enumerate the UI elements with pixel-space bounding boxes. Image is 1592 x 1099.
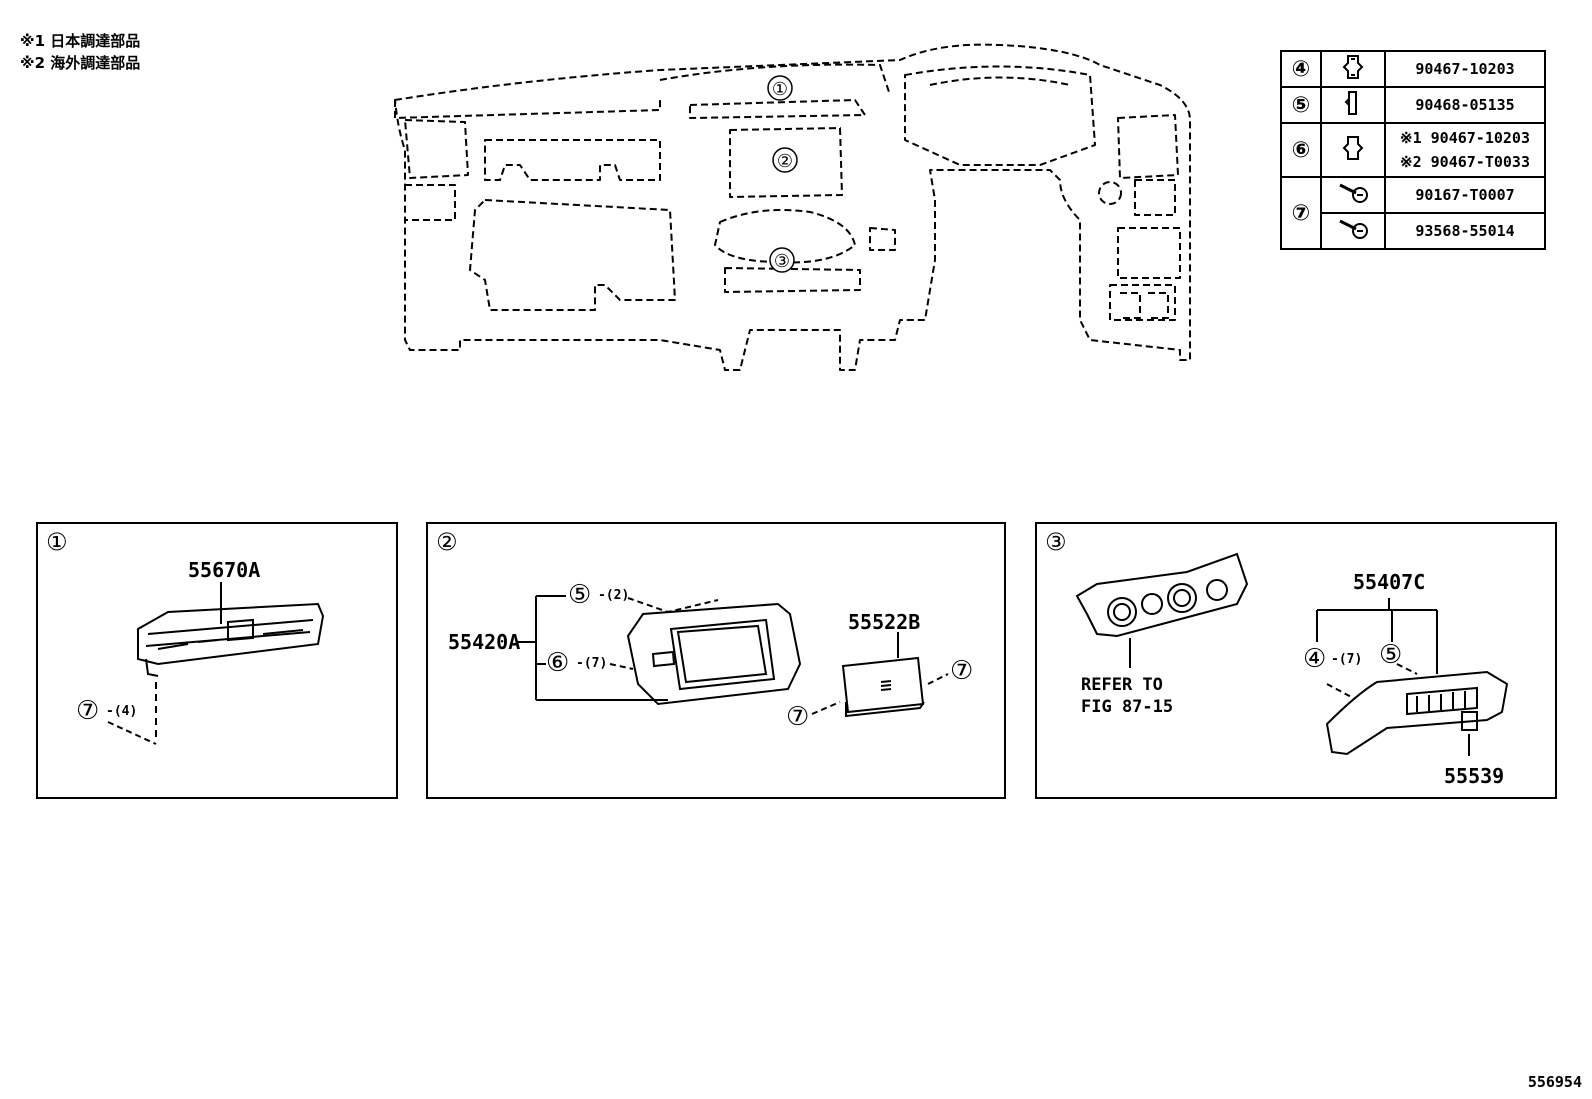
table-row: ⑥ ※1 90467-10203 ※2 90467-T0033 xyxy=(1280,122,1546,178)
part-number-overseas: ※2 90467-T0033 xyxy=(1400,153,1530,171)
overview-callout-1: ① xyxy=(772,79,788,100)
fastener-qty: -(4) xyxy=(106,704,138,719)
center-vent-outline xyxy=(689,99,866,119)
center-vent-drawing xyxy=(107,582,325,745)
table-row: ④ 90467-10203 xyxy=(1280,50,1546,88)
screw-icon xyxy=(1320,212,1386,250)
clip-icon xyxy=(1320,122,1386,178)
ref-number: ⑤ xyxy=(1280,86,1322,124)
part-label-55670A: 55670A xyxy=(188,558,261,582)
left-vent-outline xyxy=(404,119,469,179)
detail-box-2: ② 55420A 55522B ⑤ -(2) ⑥ -(7) ⑦ ⑦ xyxy=(426,522,1006,799)
ref-4-qty: -(7) xyxy=(1331,652,1363,667)
glovebox-outline xyxy=(469,199,676,311)
part-number: 90468-05135 xyxy=(1384,86,1546,124)
center-display-outline xyxy=(729,127,843,198)
ref-number: ⑦ xyxy=(1280,176,1322,250)
part-label-55420A: 55420A xyxy=(448,630,521,654)
climate-panel-outline xyxy=(714,208,856,264)
table-row: ⑤ 90468-05135 xyxy=(1280,86,1546,124)
box-3-number: ③ xyxy=(1045,528,1067,556)
ref-number: ⑥ xyxy=(1280,122,1322,178)
fastener-ref-7: ⑦ xyxy=(76,696,100,726)
screw-icon xyxy=(1320,176,1386,214)
table-row: ⑦ 90167-T0007 xyxy=(1280,176,1546,250)
refer-line-2: FIG 87-15 xyxy=(1081,697,1174,717)
climate-control-drawing xyxy=(1075,552,1509,756)
figure-id: 556954 xyxy=(1527,1073,1582,1091)
legend: ※1 日本調達部品 ※2 海外調達部品 xyxy=(20,30,140,74)
part-number: ※1 90467-10203 ※2 90467-T0033 xyxy=(1384,122,1546,178)
legend-note-1: ※1 日本調達部品 xyxy=(20,32,141,50)
part-label-55407C: 55407C xyxy=(1353,570,1426,594)
part-number: 90167-T0007 xyxy=(1384,176,1546,214)
ref-5: ⑤ xyxy=(1379,640,1403,670)
right-switch-panel-outline xyxy=(1117,227,1181,279)
box-2-number: ② xyxy=(436,528,458,556)
overview-callout-2: ② xyxy=(777,151,793,172)
part-number: 90467-10203 xyxy=(1384,50,1546,88)
table-row: 93568-55014 xyxy=(1281,212,1546,250)
right-vent-outline xyxy=(1117,114,1179,179)
part-number: 93568-55014 xyxy=(1384,212,1546,250)
ref-number: ④ xyxy=(1280,50,1322,88)
ref-7-right: ⑦ xyxy=(950,656,974,686)
legend-note-2: ※2 海外調達部品 xyxy=(20,54,141,72)
clip-icon xyxy=(1320,86,1386,124)
part-number-jp: ※1 90467-10203 xyxy=(1400,129,1530,147)
refer-note: REFER TO FIG 87-15 xyxy=(1081,674,1173,718)
part-label-55539: 55539 xyxy=(1444,764,1505,788)
display-panel-drawing xyxy=(518,595,949,718)
meter-cluster-outline xyxy=(904,65,1096,166)
ref-5-qty: -(2) xyxy=(598,588,630,603)
ref-6-qty: -(7) xyxy=(576,656,608,671)
clip-icon xyxy=(1320,50,1386,88)
ref-4: ④ xyxy=(1303,644,1327,674)
dashboard-outline xyxy=(394,43,1191,371)
parts-table: ④ 90467-10203 ⑤ 90468-05135 ⑥ ※1 90467-1… xyxy=(1280,50,1546,250)
detail-box-3: ③ 55407C 55539 ④ -(7) ⑤ REFER TO FIG 87-… xyxy=(1035,522,1557,799)
part-label-55522B: 55522B xyxy=(848,610,921,634)
ref-7-left: ⑦ xyxy=(786,702,810,732)
overview-callout-3: ③ xyxy=(774,251,790,272)
box-1-number: ① xyxy=(46,528,68,556)
refer-line-1: REFER TO xyxy=(1081,675,1163,695)
detail-box-1: ① 55670A ⑦ -(4) xyxy=(36,522,398,799)
ref-5: ⑤ xyxy=(568,580,592,610)
ref-6: ⑥ xyxy=(546,648,570,678)
